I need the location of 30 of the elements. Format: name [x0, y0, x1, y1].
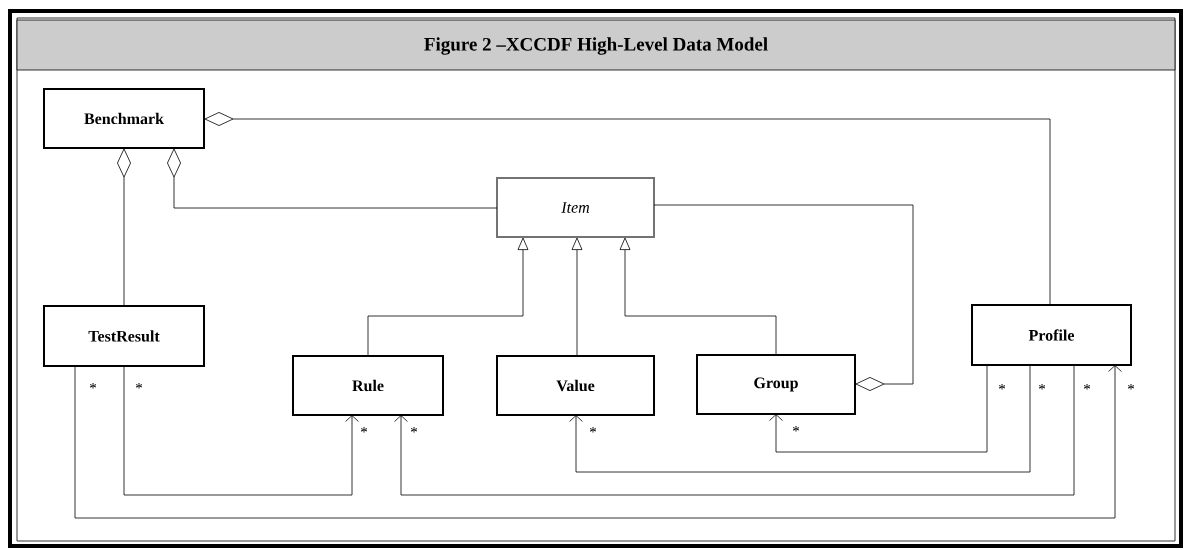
title-band: Figure 2 –XCCDF High-Level Data Model: [16, 19, 1176, 71]
association-arrow: [569, 364, 1031, 473]
multiplicity-label: *: [88, 382, 98, 394]
abstract-class-box: Item: [496, 177, 655, 238]
class-box: Group: [696, 354, 856, 415]
aggregation-line: [117, 148, 131, 307]
association-arrow: [123, 365, 359, 496]
multiplicity-label: *: [997, 383, 1007, 395]
class-box: TestResult: [43, 305, 205, 367]
generalization-arrow: [367, 237, 529, 357]
generalization-arrow: [571, 237, 583, 357]
aggregation-line: [204, 112, 1051, 306]
multiplicity-label: *: [134, 382, 144, 394]
class-box: Profile: [971, 304, 1132, 366]
class-box: Rule: [292, 355, 444, 416]
association-arrow: [769, 364, 988, 453]
association-arrow: [394, 364, 1075, 496]
aggregation-line: [653, 204, 914, 391]
multiplicity-label: *: [1037, 383, 1047, 395]
association-arrow: [74, 365, 1122, 519]
multiplicity-label: *: [1082, 383, 1092, 395]
aggregation-line: [167, 148, 498, 209]
multiplicity-label: *: [1126, 383, 1136, 395]
multiplicity-label: *: [588, 426, 598, 438]
class-box: Value: [496, 355, 655, 416]
generalization-arrow: [619, 237, 777, 356]
multiplicity-label: *: [359, 426, 369, 438]
class-box: Benchmark: [43, 88, 205, 149]
multiplicity-label: *: [791, 425, 801, 437]
multiplicity-label: *: [409, 426, 419, 438]
